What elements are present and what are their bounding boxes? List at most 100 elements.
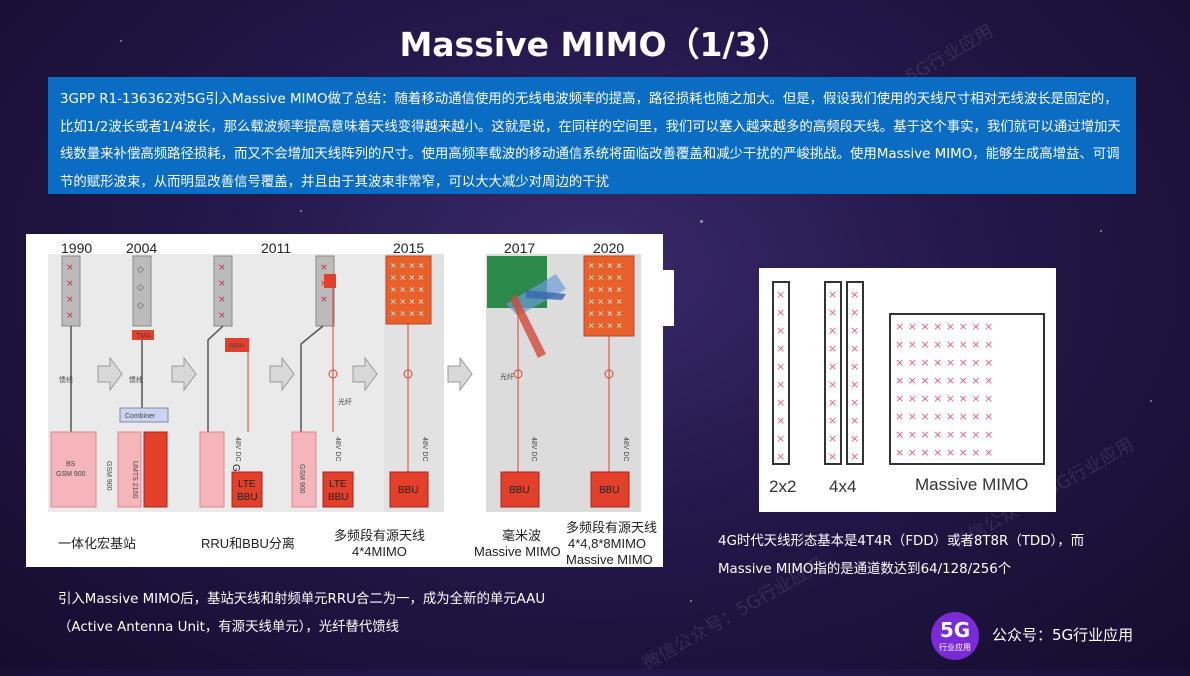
svg-text:×: × xyxy=(850,306,859,319)
svg-text:×: × xyxy=(850,378,859,391)
bbu-box xyxy=(500,471,540,508)
antenna-panel xyxy=(132,255,152,327)
svg-text:× × × ×: × × × × xyxy=(588,273,622,282)
tma-label: TMA xyxy=(136,333,151,340)
svg-text:×: × xyxy=(776,360,785,373)
svg-text:×: × xyxy=(828,432,837,445)
year-label: 1990 xyxy=(61,240,92,256)
combiner-box xyxy=(119,407,169,423)
gsm-label: GSM 900 xyxy=(105,461,112,491)
bbu-label: BBU xyxy=(328,492,349,503)
antenna-element-icon: × xyxy=(218,311,226,321)
fiber-label: 光纤 xyxy=(338,397,352,406)
svg-text:× × × ×: × × × × xyxy=(588,285,622,294)
svg-text:×: × xyxy=(828,414,837,427)
array-4x4-col2 xyxy=(846,281,864,465)
lte-bbu-box xyxy=(322,471,354,508)
fiber-loop-icon xyxy=(604,369,614,379)
svg-text:×: × xyxy=(776,378,785,391)
beam-icon xyxy=(510,294,546,358)
gsm-box xyxy=(117,431,142,508)
label-2x2: 2x2 xyxy=(769,477,796,496)
svg-text:×: × xyxy=(776,324,785,337)
svg-text:×: × xyxy=(776,414,785,427)
svg-text:×: × xyxy=(850,324,859,337)
background-star xyxy=(300,210,302,212)
antenna-element-icon: × xyxy=(218,279,226,289)
svg-text:×: × xyxy=(828,360,837,373)
aau-panel xyxy=(385,255,432,325)
lte-label: LTE xyxy=(329,479,347,490)
antenna-element-icon: × xyxy=(320,263,328,273)
svg-text:× × × ×: × × × × xyxy=(390,309,424,318)
logo-sub-text: 行业应用 xyxy=(939,643,971,652)
antenna-element-icon: ◇ xyxy=(137,301,144,311)
year-label: 2011 xyxy=(261,240,291,256)
label-4x4: 4x4 xyxy=(829,477,856,496)
caption-right-line: Massive MIMO指的是通道数达到64/128/256个 xyxy=(718,562,1012,577)
antenna-element-icon: × xyxy=(320,279,328,289)
svg-text:×: × xyxy=(776,288,785,301)
svg-text:× × × × × × × ×: × × × × × × × × xyxy=(895,410,993,423)
year-label: 2020 xyxy=(593,240,624,256)
antenna-element-icon: × xyxy=(66,311,74,321)
svg-text:× × × × × × × ×: × × × × × × × × xyxy=(895,338,993,351)
bbu-box xyxy=(389,471,429,508)
background-star xyxy=(690,600,692,602)
dc-label: 48V DC xyxy=(530,437,537,462)
fiber-loop-icon xyxy=(403,369,413,379)
panel-notch xyxy=(663,270,674,326)
array-4x4-col1 xyxy=(824,281,842,465)
svg-text:×: × xyxy=(776,432,785,445)
svg-text:× × × × × × × ×: × × × × × × × × xyxy=(895,428,993,441)
array-2x2 xyxy=(772,281,790,465)
arrow-right-icon xyxy=(447,356,473,392)
label-massive-mimo: Massive MIMO xyxy=(915,475,1028,494)
feeder-line xyxy=(207,325,224,432)
svg-text:× × × ×: × × × × xyxy=(390,297,424,306)
caption-right: 4G时代天线形态基本是4T4R（FDD）或者8T8R（TDD），而 Massiv… xyxy=(718,528,1084,584)
svg-text:×: × xyxy=(850,432,859,445)
svg-text:× × × × × × × ×: × × × × × × × × xyxy=(895,446,993,459)
svg-text:×: × xyxy=(776,306,785,319)
background-star xyxy=(120,40,122,42)
svg-text:× × × × × × × ×: × × × × × × × × xyxy=(895,392,993,405)
combiner-label: Combiner xyxy=(125,413,156,420)
background-star xyxy=(700,220,703,223)
svg-text:×: × xyxy=(828,342,837,355)
stage-label-massive-mimo: Massive MIMO xyxy=(474,544,561,559)
dc-label: 48V DC xyxy=(234,437,241,462)
svg-text:×: × xyxy=(850,288,859,301)
evolution-diagram-svg: 1990 2004 2011 2015 2017 2020 × × × × 馈线… xyxy=(48,240,657,567)
tma-box xyxy=(132,330,154,340)
bs-label: BS xyxy=(66,461,76,468)
svg-text:× × × ×: × × × × xyxy=(588,321,622,330)
svg-text:×: × xyxy=(850,450,859,463)
bs-gsm-box xyxy=(50,431,97,508)
stage-label-massive-mimo-2: Massive MIMO xyxy=(566,552,653,567)
svg-text:×: × xyxy=(828,324,837,337)
svg-text:× × × ×: × × × × xyxy=(390,285,424,294)
svg-text:×: × xyxy=(828,288,837,301)
antenna-element-icon: × xyxy=(218,295,226,305)
arrow-right-icon xyxy=(171,356,197,392)
year-label: 2004 xyxy=(126,240,157,256)
brand-logo: 5G 行业应用 xyxy=(931,612,979,660)
aau-element-grid: × × × × × × × × × × × × × × × × × × × × … xyxy=(588,261,622,330)
antenna-array-svg: ×××××××××× ×××××××××× ×××××××××× × × × ×… xyxy=(769,281,1045,496)
fiber-label: 光纤 xyxy=(500,372,514,381)
bbu-label: BBU xyxy=(599,485,620,496)
antenna-element-icon: × xyxy=(66,263,74,273)
svg-text:×: × xyxy=(828,450,837,463)
dc-label: 48V DC xyxy=(334,437,341,462)
svg-text:× × × × × × × ×: × × × × × × × × xyxy=(895,320,993,333)
stage-label-4x4: 4*4MIMO xyxy=(352,544,407,559)
antenna-panel xyxy=(315,255,335,327)
bbu-label: BBU xyxy=(237,492,258,503)
caption-right-line: 4G时代天线形态基本是4T4R（FDD）或者8T8R（TDD），而 xyxy=(718,534,1085,549)
dc-label: 48V DC xyxy=(421,437,428,462)
arrow-right-icon xyxy=(269,356,295,392)
gsm900-label: GSM 900 xyxy=(298,464,305,494)
fiber-loop-icon xyxy=(513,369,523,379)
evolution-diagram: 1990 2004 2011 2015 2017 2020 × × × × 馈线… xyxy=(26,234,663,567)
